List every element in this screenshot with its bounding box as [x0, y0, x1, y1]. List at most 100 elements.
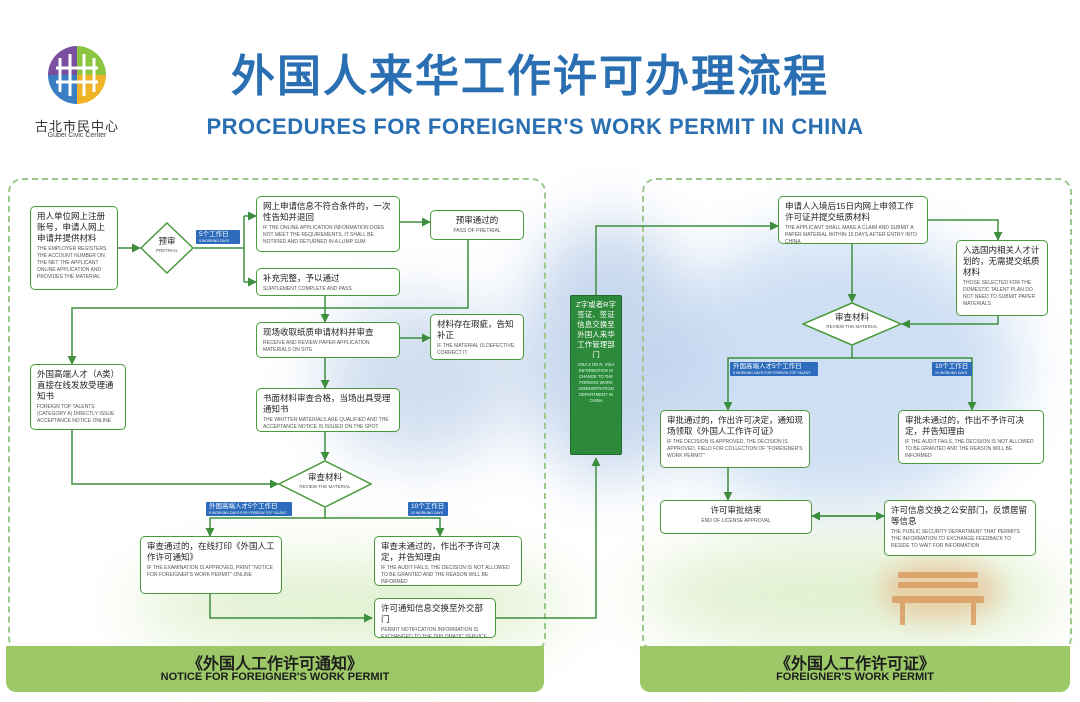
node-visa-cn: Z字或者R字签证、签证信息交换至外国人来华工作管理部门 [576, 300, 616, 359]
node-top-talent-cn: 外国高端人才（A类）直接在线发放受理通知书 [37, 369, 115, 401]
node-exchange-en: PERMIT NOTIFICATION INFORMATION IS EXCHA… [381, 627, 487, 638]
node-talent-plan-cn: 入选国内相关人才计划的，无需提交纸质材料 [963, 245, 1040, 277]
tag-10-days-left-en: 10 WORKING DAYS [411, 511, 444, 515]
node-qualified-en: THE WRITTEN MATERIALS ARE QUALIFIED AND … [263, 417, 389, 430]
left-result-title-en: NOTICE FOR FOREIGNER'S WORK PERMIT [160, 671, 390, 683]
node-receive-cn: 现场收取纸质申请材料并审查 [263, 327, 374, 337]
tag-top-talent-left-cn: 外国高端人才5个工作日 [209, 503, 278, 510]
tag-10-days-right-cn: 10个工作日 [935, 363, 969, 370]
node-pretrial-en: PRETRIAL [155, 248, 178, 253]
arrow-apply-to-talentplan [928, 219, 1003, 241]
left-result-title-cn: 《外国人工作许可通知》 [186, 656, 363, 673]
node-receive-en: RECEIVE AND REVIEW PAPER APPLICATION MAT… [263, 340, 370, 353]
node-notify-en: IF THE ONLINE APPLICATION INFORMATION DO… [263, 225, 385, 245]
tag-10-working-days-left: 10个工作日 10 WORKING DAYS [408, 502, 448, 516]
node-review-diamond-left [278, 460, 372, 508]
node-visa-exchange: Z字或者R字签证、签证信息交换至外国人来华工作管理部门 VISA Z OR R,… [570, 295, 622, 455]
node-end-cn: 许可审批结束 [710, 505, 762, 515]
node-notify-return: 网上申请信息不符合条件的，一次性告知并退回 IF THE ONLINE APPL… [256, 196, 400, 252]
node-register-en: THE EMPLOYER REGISTERS THE ACCOUNT NUMBE… [37, 246, 107, 280]
node-pretrial-label: 预审 PRETRIAL [140, 236, 194, 254]
node-end-en: END OF LICENSE APPROVAL [701, 518, 771, 524]
tag-5-working-days: 5个工作日 5 WORKING DAYS [196, 230, 240, 244]
node-passed-en: PASS OF PRETRIAL [453, 228, 501, 234]
arrow-review-to-failed [325, 517, 445, 537]
arrow-review-to-failed-right [852, 357, 977, 411]
node-qualified-cn: 书面材料审查合格，当场出具受理通知书 [263, 393, 391, 414]
node-review-right-en: REVIEW THE MATERIAL [826, 324, 878, 329]
node-review-label-right: 审查材料 REVIEW THE MATERIAL [802, 312, 902, 330]
node-police-en: THE PUBLIC SECURITY DEPARTMENT THAT PERM… [891, 529, 1020, 549]
tag-top-talent-5-days-right: 外国高端人才5个工作日 5 WORKING DAYS FOR FOREIGN T… [730, 362, 818, 376]
arrow-toptalent-to-review [71, 430, 279, 489]
node-approved-left-en: IF THE EXAMINATION IS APPROVED, PRINT "N… [147, 565, 273, 578]
tag-5-working-days-en: 5 WORKING DAYS [199, 239, 230, 243]
node-approved-right-cn: 审批通过的，作出许可决定，通知现场领取《外国人工作许可证》 [667, 415, 804, 436]
node-approved-left: 审查通过的，在线打印《外国人工作许可通知》 IF THE EXAMINATION… [140, 536, 282, 594]
node-end-approval: 许可审批结束 END OF LICENSE APPROVAL [660, 500, 812, 534]
node-supplement-en: SUPPLEMENT COMPLETE AND PASS [263, 286, 352, 292]
node-defective-cn: 材料存在瑕疵，告知补正 [437, 319, 514, 340]
node-approved-right: 审批通过的，作出许可决定，通知现场领取《外国人工作许可证》 IF THE DEC… [660, 410, 810, 468]
logo-chinese-name: 古北市民中心 [34, 120, 119, 135]
node-supplement-cn: 补充完整，予以通过 [263, 273, 340, 283]
node-exchange-diplomatic: 许可通知信息交换至外交部门 PERMIT NOTIFICATION INFORM… [374, 598, 496, 638]
node-notify-cn: 网上申请信息不符合条件的，一次性告知并退回 [263, 201, 391, 222]
arrow-exchange-to-visa [496, 457, 601, 619]
node-talent-plan: 入选国内相关人才计划的，无需提交纸质材料 THOSE SELECTED FOR … [956, 240, 1048, 316]
node-passed-cn: 预审通过的 [455, 215, 499, 225]
node-receive-materials: 现场收取纸质申请材料并审查 RECEIVE AND REVIEW PAPER A… [256, 322, 400, 358]
arrow-passed-to-receive [67, 240, 469, 365]
node-review-left-en: REVIEW THE MATERIAL [299, 484, 351, 489]
arrow-visa-to-apply [595, 221, 779, 295]
node-apply-en: THE APPLICANT SHALL MAKE A CLAIM AND SUB… [785, 225, 918, 244]
node-supplement: 补充完整，予以通过 SUPPLEMENT COMPLETE AND PASS [256, 268, 400, 296]
node-pretrial-passed: 预审通过的 PASS OF PRETRIAL [430, 210, 524, 240]
node-police-exchange: 许可信息交换之公安部门，反馈居留等信息 THE PUBLIC SECURITY … [884, 500, 1036, 556]
tag-top-talent-5-days-left: 外国高端人才5个工作日 5 WORKING DAYS FOR FOREIGN T… [206, 502, 292, 516]
arrow-review-to-approved-right [723, 346, 853, 411]
tag-10-days-left-cn: 10个工作日 [411, 503, 445, 510]
right-result-bar: 《外国人工作许可证》 FOREIGNER'S WORK PERMIT [640, 646, 1070, 692]
node-failed-right-cn: 审批未通过的，作出不予许可决定，并告知理由 [905, 415, 1025, 436]
tag-10-working-days-right: 10个工作日 10 WORKING DAYS [932, 362, 972, 376]
logo-english-name: Gubei Civic Center [47, 132, 107, 139]
tag-5-working-days-cn: 5个工作日 [199, 231, 229, 238]
arrow-review-to-approved [205, 508, 326, 537]
node-talent-plan-en: THOSE SELECTED FOR THE DOMESTIC TALENT P… [963, 280, 1036, 307]
node-exchange-cn: 许可通知信息交换至外交部门 [381, 603, 484, 624]
node-failed-right: 审批未通过的，作出不予许可决定，并告知理由 IF THE AUDIT FAILS… [898, 410, 1044, 464]
tag-top-talent-left-en: 5 WORKING DAYS FOR FOREIGN TOP TALENT [209, 511, 287, 515]
node-visa-en: VISA Z OR R, VISA INFORMATION IS CHANGE … [577, 362, 615, 403]
node-review-label-left: 审查材料 REVIEW THE MATERIAL [278, 472, 372, 490]
node-pretrial-diamond [140, 222, 194, 274]
node-failed-right-en: IF THE AUDIT FAILS, THE DECISION IS NOT … [905, 439, 1034, 459]
node-failed-left-cn: 审查未通过的，作出不予许可决定，并告知理由 [381, 541, 501, 562]
right-result-title-cn: 《外国人工作许可证》 [774, 656, 935, 673]
page-title-chinese: 外国人来华工作许可办理流程 [231, 51, 829, 102]
tag-top-talent-right-en: 5 WORKING DAYS FOR FOREIGN TOP TALENT [733, 371, 811, 375]
node-approved-left-cn: 审查通过的，在线打印《外国人工作许可通知》 [147, 541, 275, 562]
node-top-talent-en: FOREIGN TOP TALENTS (CATEGORY A) DIRECTL… [37, 404, 115, 424]
node-approved-right-en: IF THE DECISION IS APPROVED, THE DECISIO… [667, 439, 803, 459]
node-pretrial-cn: 预审 [158, 236, 176, 246]
node-review-right-cn: 审查材料 [834, 312, 869, 322]
node-defective-en: IF THE MATERIAL IS DEFECTIVE, CORRECT IT [437, 343, 516, 356]
node-register-cn: 用人单位网上注册账号，申请人网上申请并提供材料 [37, 211, 106, 243]
node-police-cn: 许可信息交换之公安部门，反馈居留等信息 [891, 505, 1028, 526]
node-review-diamond-right [802, 302, 902, 346]
left-result-bar: 《外国人工作许可通知》 NOTICE FOR FOREIGNER'S WORK … [6, 646, 544, 692]
civic-center-logo [47, 45, 107, 105]
tag-top-talent-right-cn: 外国高端人才5个工作日 [733, 363, 802, 370]
node-register: 用人单位网上注册账号，申请人网上申请并提供材料 THE EMPLOYER REG… [30, 206, 118, 290]
node-defective: 材料存在瑕疵，告知补正 IF THE MATERIAL IS DEFECTIVE… [430, 314, 524, 360]
node-review-left-cn: 审查材料 [307, 472, 342, 482]
arrow-talentplan-to-review [901, 316, 999, 329]
node-top-talent: 外国高端人才（A类）直接在线发放受理通知书 FOREIGN TOP TALENT… [30, 364, 126, 430]
page-title-english: PROCEDURES FOR FOREIGNER'S WORK PERMIT I… [206, 114, 864, 139]
node-failed-left-en: IF THE AUDIT FAILS, THE DECISION IS NOT … [381, 565, 510, 585]
right-result-title-en: FOREIGNER'S WORK PERMIT [776, 671, 934, 683]
node-apply-permit: 申请人入境后15日内网上申领工作许可证并提交纸质材料 THE APPLICANT… [778, 196, 928, 244]
arrow-approved-to-exchange [209, 594, 373, 623]
